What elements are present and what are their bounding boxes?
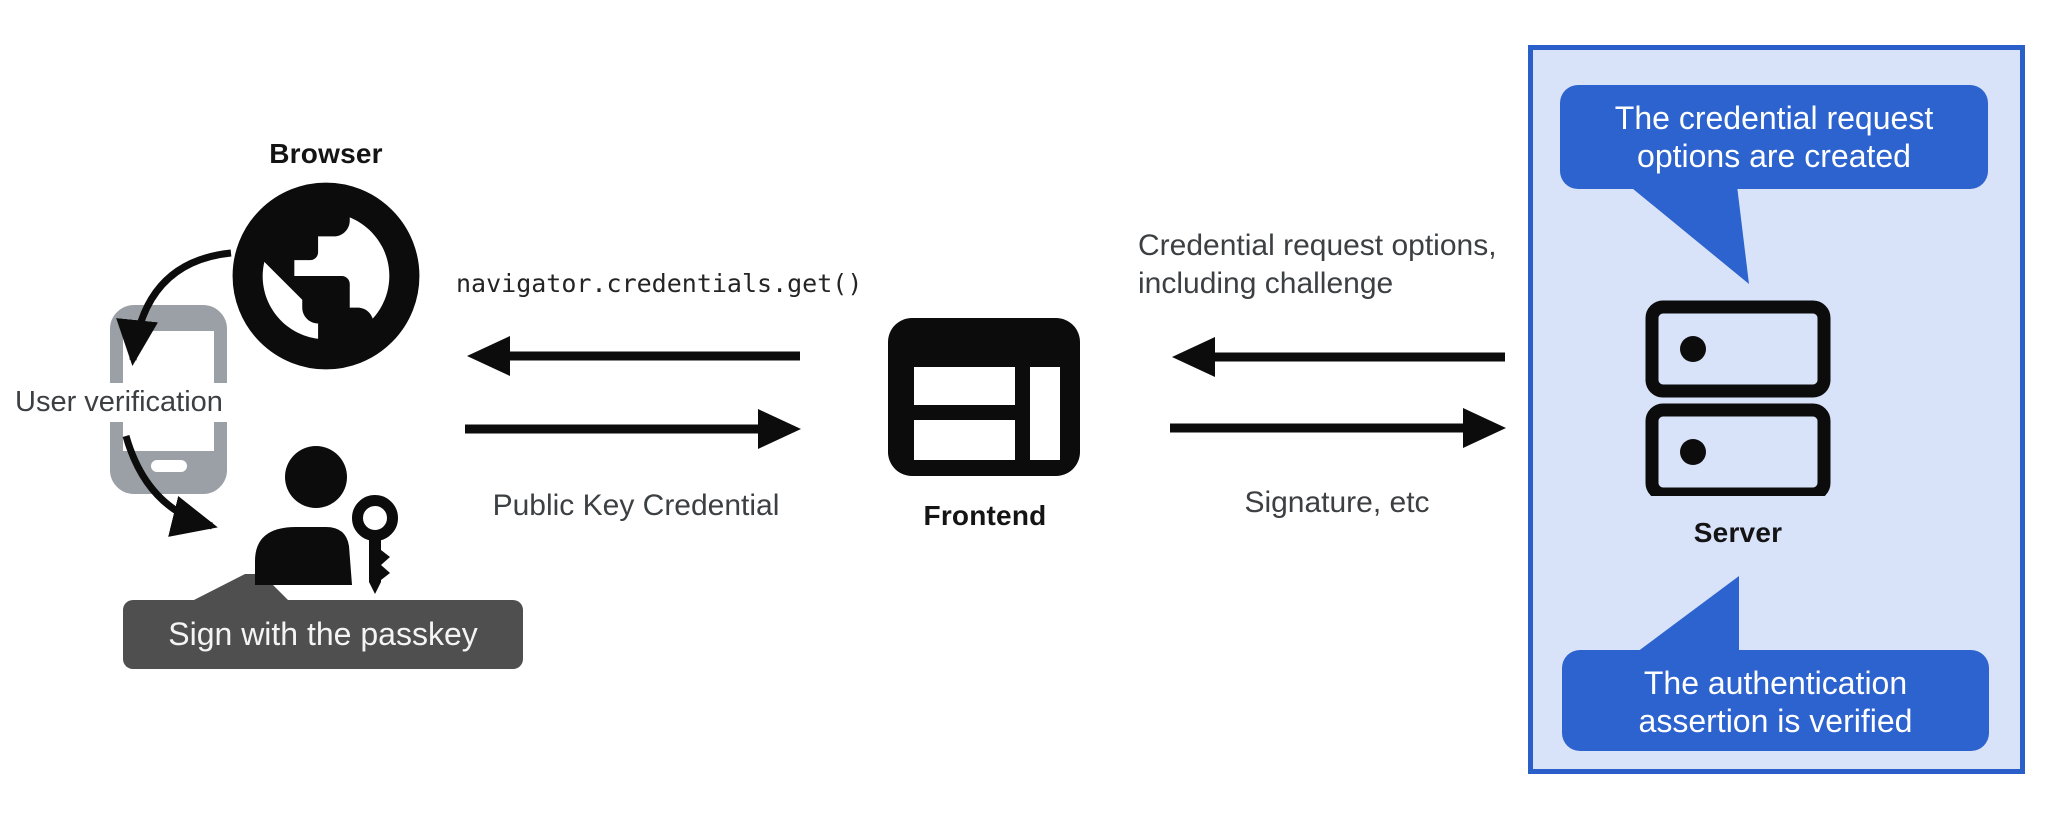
person-head (285, 446, 347, 508)
server-bubble-bottom-line2: assertion is verified (1638, 703, 1913, 739)
frontend-label: Frontend (923, 500, 1047, 531)
arrow-frontend-to-server (1170, 408, 1506, 448)
credential-request-options-line1: Credential request options, (1138, 229, 1497, 262)
credentials-get-code: navigator.credentials.get() (456, 269, 863, 298)
passkey-tooltip: Sign with the passkey (123, 600, 523, 669)
globe-browser-icon (232, 182, 420, 370)
public-key-credential-label: Public Key Credential (492, 489, 780, 522)
server-label: Server (1693, 517, 1783, 548)
person-with-passkey-icon (255, 446, 398, 594)
arrow-server-to-frontend (1172, 337, 1505, 377)
server-bubble-top-line2: options are created (1637, 138, 1911, 174)
user-verification-label: User verification (6, 383, 232, 422)
curved-flow-arrows (116, 249, 232, 537)
server-bubble-top-line1: The credential request (1614, 100, 1934, 136)
arrow-browser-to-phone (116, 249, 232, 366)
server-stack-icon (1645, 300, 1831, 496)
signature-label: Signature, etc (1244, 486, 1430, 519)
server-bubble-bottom-line1: The authentication (1643, 665, 1908, 701)
server-bubble-bottom: The authentication assertion is verified (1562, 650, 1989, 751)
key-blade (369, 536, 390, 594)
person-body (255, 527, 352, 585)
key-ring (352, 495, 398, 541)
arrow-phone-to-user (122, 435, 218, 537)
arrow-browser-to-frontend (465, 409, 801, 449)
browser-label: Browser (269, 138, 383, 169)
browser-window-icon (888, 318, 1080, 476)
phone-home-dash (150, 460, 187, 472)
server-bubble-top: The credential request options are creat… (1560, 85, 1988, 189)
credential-request-options-line2: including challenge (1138, 267, 1394, 300)
arrow-frontend-to-browser (467, 336, 800, 376)
